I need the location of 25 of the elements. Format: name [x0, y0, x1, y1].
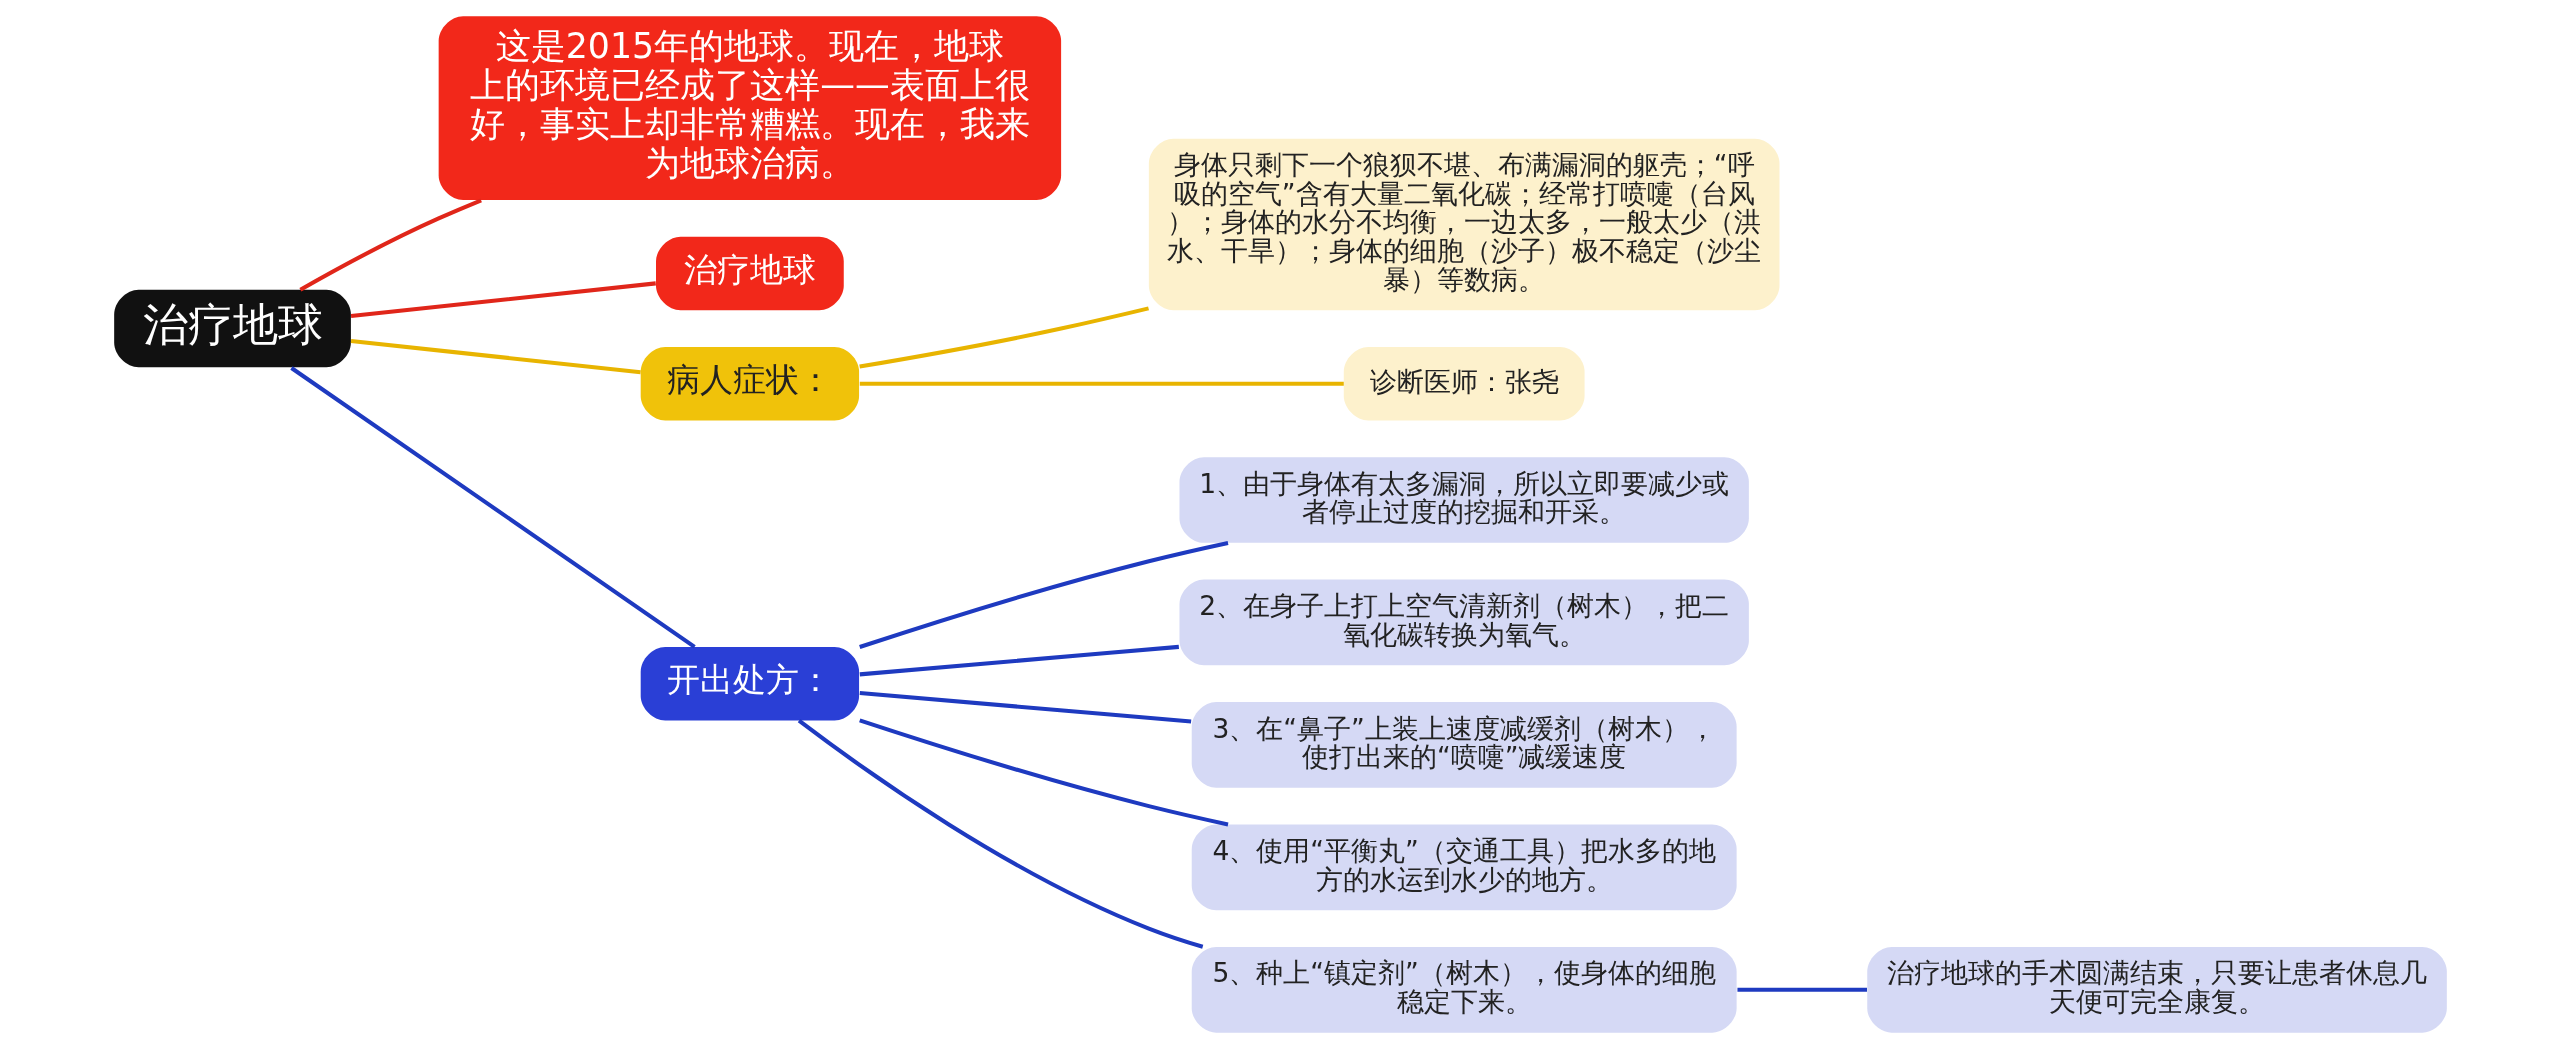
node-box: 诊断医师：张尧 — [1343, 346, 1585, 421]
node-box: 2、在身子上打上空气清新剂（树木），把二氧化碳转换为氧气。 — [1179, 579, 1749, 666]
connector — [858, 718, 1228, 827]
node-box: 病人症状： — [640, 346, 859, 421]
connector — [289, 366, 696, 649]
connector — [858, 306, 1149, 369]
connector — [1736, 987, 1867, 992]
node-box: 治疗地球 — [655, 236, 844, 311]
connector — [859, 644, 1179, 677]
connector — [797, 719, 1203, 949]
connector — [859, 381, 1344, 386]
node-box: 4、使用“平衡丸”（交通工具）把水多的地方的水运到水少的地方。 — [1191, 824, 1737, 911]
node-box: 开出处方： — [640, 646, 859, 721]
connector — [859, 690, 1191, 724]
connector — [350, 339, 641, 375]
node-box: 身体只剩下一个狼狈不堪、布满漏洞的躯壳；“呼吸的空气”含有大量二氧化碳；经常打喷嚏（台风）；身体的水分不均衡，一边太多，一般太少（洪水、干旱）；身体的细胞（沙子）极不稳定（沙尘暴）等数病。 — [1148, 138, 1779, 311]
node-box: 治疗地球的手术圆满结束，只要让患者休息几天便可完全康复。 — [1866, 946, 2447, 1033]
node-box: 这是2015年的地球。现在，地球上的环境已经成了这样——表面上很好，事实上却非常糟糕。现在，我来为地球治病。 — [438, 16, 1061, 200]
connector — [858, 540, 1228, 649]
node-box: 治疗地球 — [113, 289, 351, 368]
node-box: 3、在“鼻子”上装上速度减缓剂（树木），使打出来的“喷嚏”减缓速度 — [1191, 702, 1737, 788]
node-box: 1、由于身体有太多漏洞，所以立即要减少或者停止过度的挖掘和开采。 — [1179, 457, 1749, 543]
connector — [350, 281, 656, 319]
connector — [298, 198, 482, 292]
node-box: 5、种上“镇定剂”（树木），使身体的细胞稳定下来。 — [1191, 946, 1737, 1033]
